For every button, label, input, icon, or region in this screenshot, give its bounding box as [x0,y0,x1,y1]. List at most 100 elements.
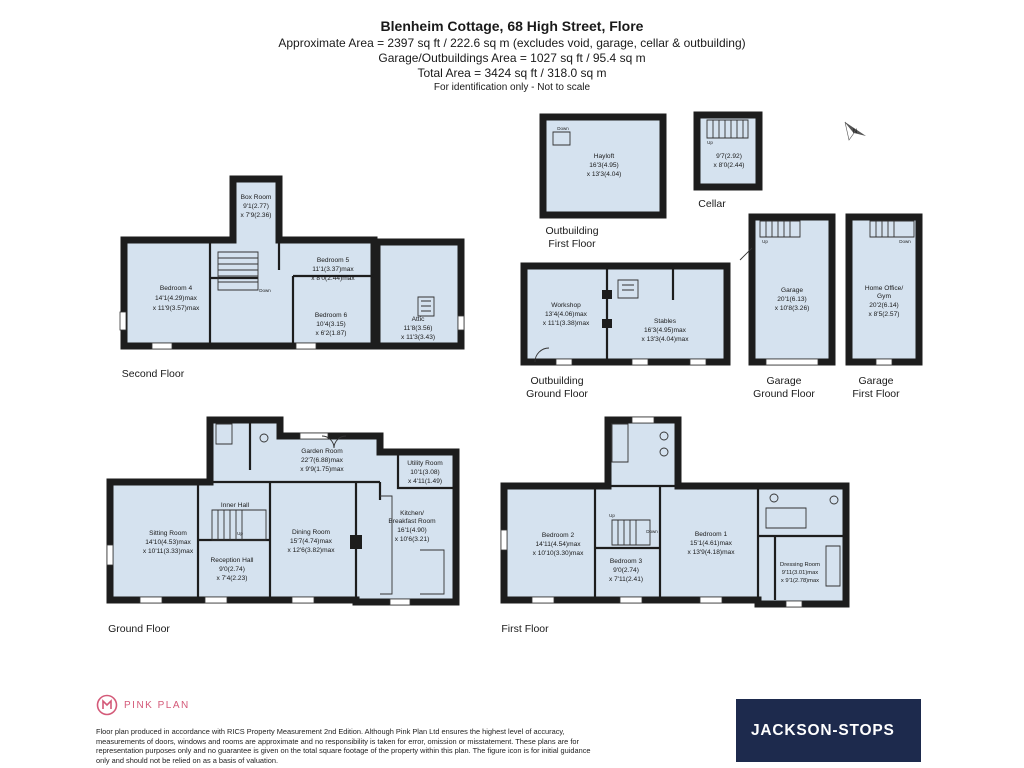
garage-dim2: x 10'8(3.26) [775,305,810,312]
room-garden-room: Garden Room 22'7(6.88)max x 9'9(1.75)max [300,448,344,473]
bedroom3-dim2: x 7'11(2.41) [609,576,643,583]
room-bedroom-3: Bedroom 3 9'0(2.74) x 7'11(2.41) [609,558,643,583]
total-area: Total Area = 3424 sq ft / 318.0 sq m [417,66,607,80]
label-ground-floor: Ground Floor [108,623,170,635]
workshop-dim1: 13'4(4.06)max [545,311,588,318]
stables-dim2: x 13'3(4.04)max [641,336,689,343]
room-dressing-room: Dressing Room 9'11(3.01)max x 9'1(2.78)m… [780,562,820,584]
reception-hall-dim1: 9'0(2.74) [219,566,245,573]
label-first-floor: First Floor [501,623,549,635]
pink-plan-logo: PINK PLAN [96,694,190,716]
attic-dim1: 11'8(3.56) [404,325,433,332]
room-sitting-room: Sitting Room 14'10(4.53)max x 10'11(3.33… [143,530,194,555]
cellar-dim2: x 8'0(2.44) [714,162,745,169]
dining-room-dim1: 15'7(4.74)max [290,538,333,545]
room-kitchen: Kitchen/ Breakfast Room 16'1(4.90) x 10'… [388,510,436,543]
north-compass-icon: N [844,121,866,141]
bedroom3-dim1: 9'0(2.74) [613,567,639,574]
ground-floor-plan: Up [106,416,460,606]
garden-room-dim1: 22'7(6.88)max [301,457,344,464]
inner-hall-name: Inner Hall [221,502,250,509]
bedroom3-name: Bedroom 3 [610,558,643,565]
garage-first-plan: Down Home Office/ Gym 20'2(6.14) x 8'5(2… [845,213,923,366]
room-workshop: Workshop 13'4(4.06)max x 11'1(3.38)max [543,302,590,327]
garage-ground-plan: Up Garage 20'1(6.13) x 10'8(3.26) [739,213,836,366]
bedroom4-dim2: x 11'9(3.57)max [153,305,200,312]
garage-outbuildings-area: Garage/Outbuildings Area = 1027 sq ft / … [378,51,646,65]
hayloft-dim2: x 13'3(4.04) [587,171,622,178]
compass-letter: N [853,129,857,135]
sitting-room-name: Sitting Room [149,530,187,537]
stables-dim1: 16'3(4.95)max [644,327,687,334]
sitting-room-dim2: x 10'11(3.33)max [143,548,194,555]
garden-room-name: Garden Room [301,448,343,455]
dining-room-name: Dining Room [292,529,331,536]
garage-name: Garage [781,287,803,294]
identification-note: For identification only - Not to scale [433,82,591,93]
dressing-room-dim1: 9'11(3.01)max [782,570,819,576]
label-garage-first-1: Garage [858,375,893,387]
label-outbuilding-ground-2: Ground Floor [526,388,588,400]
bedroom1-name: Bedroom 1 [695,531,728,538]
dressing-room-dim2: x 9'1(2.78)max [781,578,819,584]
room-bedroom-5: Bedroom 5 11'1(3.37)max x 8'0(2.44)max [311,257,355,282]
room-utility-room: Utility Room 10'1(3.08) x 4'11(1.49) [407,460,443,485]
bedroom5-dim2: x 8'0(2.44)max [311,275,355,282]
reception-hall-dim2: x 7'4(2.23) [217,575,248,582]
label-outbuilding-first-2: First Floor [548,238,596,250]
home-office-dim1: 20'2(6.14) [869,302,899,309]
first-floor-down-label: Down [646,529,658,534]
disclaimer-text: Floor plan produced in accordance with R… [96,727,591,765]
garage-up-label: Up [762,239,768,244]
label-garage-ground-2: Ground Floor [753,388,815,400]
pink-plan-text: PINK PLAN [124,699,190,711]
bedroom4-name: Bedroom 4 [160,285,193,292]
bedroom2-dim2: x 10'10(3.30)max [533,550,584,557]
dressing-room-name: Dressing Room [780,562,820,568]
home-office-name2: Gym [877,293,891,300]
room-bedroom-4: Bedroom 4 14'1(4.29)max x 11'9(3.57)max [153,285,200,312]
approximate-area: Approximate Area = 2397 sq ft / 222.6 sq… [278,36,746,50]
outbuilding-ground-plan [520,262,731,366]
plan-header: Blenheim Cottage, 68 High Street, Flore … [0,16,1024,95]
room-reception-hall: Reception Hall 9'0(2.74) x 7'4(2.23) [211,557,254,582]
bedroom5-name: Bedroom 5 [317,257,350,264]
brand-name: JACKSON-STOPS [751,721,895,739]
label-outbuilding-ground-1: Outbuilding [530,375,583,387]
workshop-name: Workshop [551,302,581,309]
cellar-dim1: 9'7(2.92) [716,153,742,160]
room-bedroom-1: Bedroom 1 15'1(4.61)max x 13'9(4.18)max [687,531,735,556]
bedroom6-name: Bedroom 6 [315,312,348,319]
label-cellar: Cellar [698,198,726,210]
cellar-up-label: Up [707,140,713,145]
ground-floor-up-label: Up [237,531,243,536]
label-second-floor: Second Floor [122,368,185,380]
hayloft-down-label: Down [557,126,569,131]
bedroom6-dim2: x 6'2(1.87) [316,330,347,337]
home-office-dim2: x 8'5(2.57) [869,311,900,318]
hayloft-name: Hayloft [594,153,615,160]
label-outbuilding-first-1: Outbuilding [545,225,598,237]
second-floor-down-label: Down [259,288,271,293]
room-attic: Attic 11'8(3.56) x 11'3(3.43) [401,316,435,341]
kitchen-name2: Breakfast Room [388,518,436,525]
garage-first-down-label: Down [899,239,911,244]
room-dining-room: Dining Room 15'7(4.74)max x 12'6(3.82)ma… [287,529,335,554]
room-bedroom-2: Bedroom 2 14'11(4.54)max x 10'10(3.30)ma… [533,532,584,557]
garden-room-dim2: x 9'9(1.75)max [300,466,344,473]
bedroom6-dim1: 10'4(3.15) [316,321,346,328]
bedroom2-name: Bedroom 2 [542,532,575,539]
label-garage-first-2: First Floor [852,388,900,400]
utility-room-name: Utility Room [407,460,443,467]
first-floor-plan: Up Down [500,416,850,608]
room-bedroom-6: Bedroom 6 10'4(3.15) x 6'2(1.87) [315,312,348,337]
dining-room-dim2: x 12'6(3.82)max [287,547,335,554]
room-inner-hall: Inner Hall [221,502,250,509]
reception-hall-name: Reception Hall [211,557,254,564]
hayloft-dim1: 16'3(4.95) [589,162,619,169]
attic-name: Attic [412,316,426,323]
utility-room-dim2: x 4'11(1.49) [408,478,442,485]
garage-dim1: 20'1(6.13) [777,296,807,303]
bedroom2-dim1: 14'11(4.54)max [535,541,581,548]
bedroom4-dim1: 14'1(4.29)max [155,295,198,302]
